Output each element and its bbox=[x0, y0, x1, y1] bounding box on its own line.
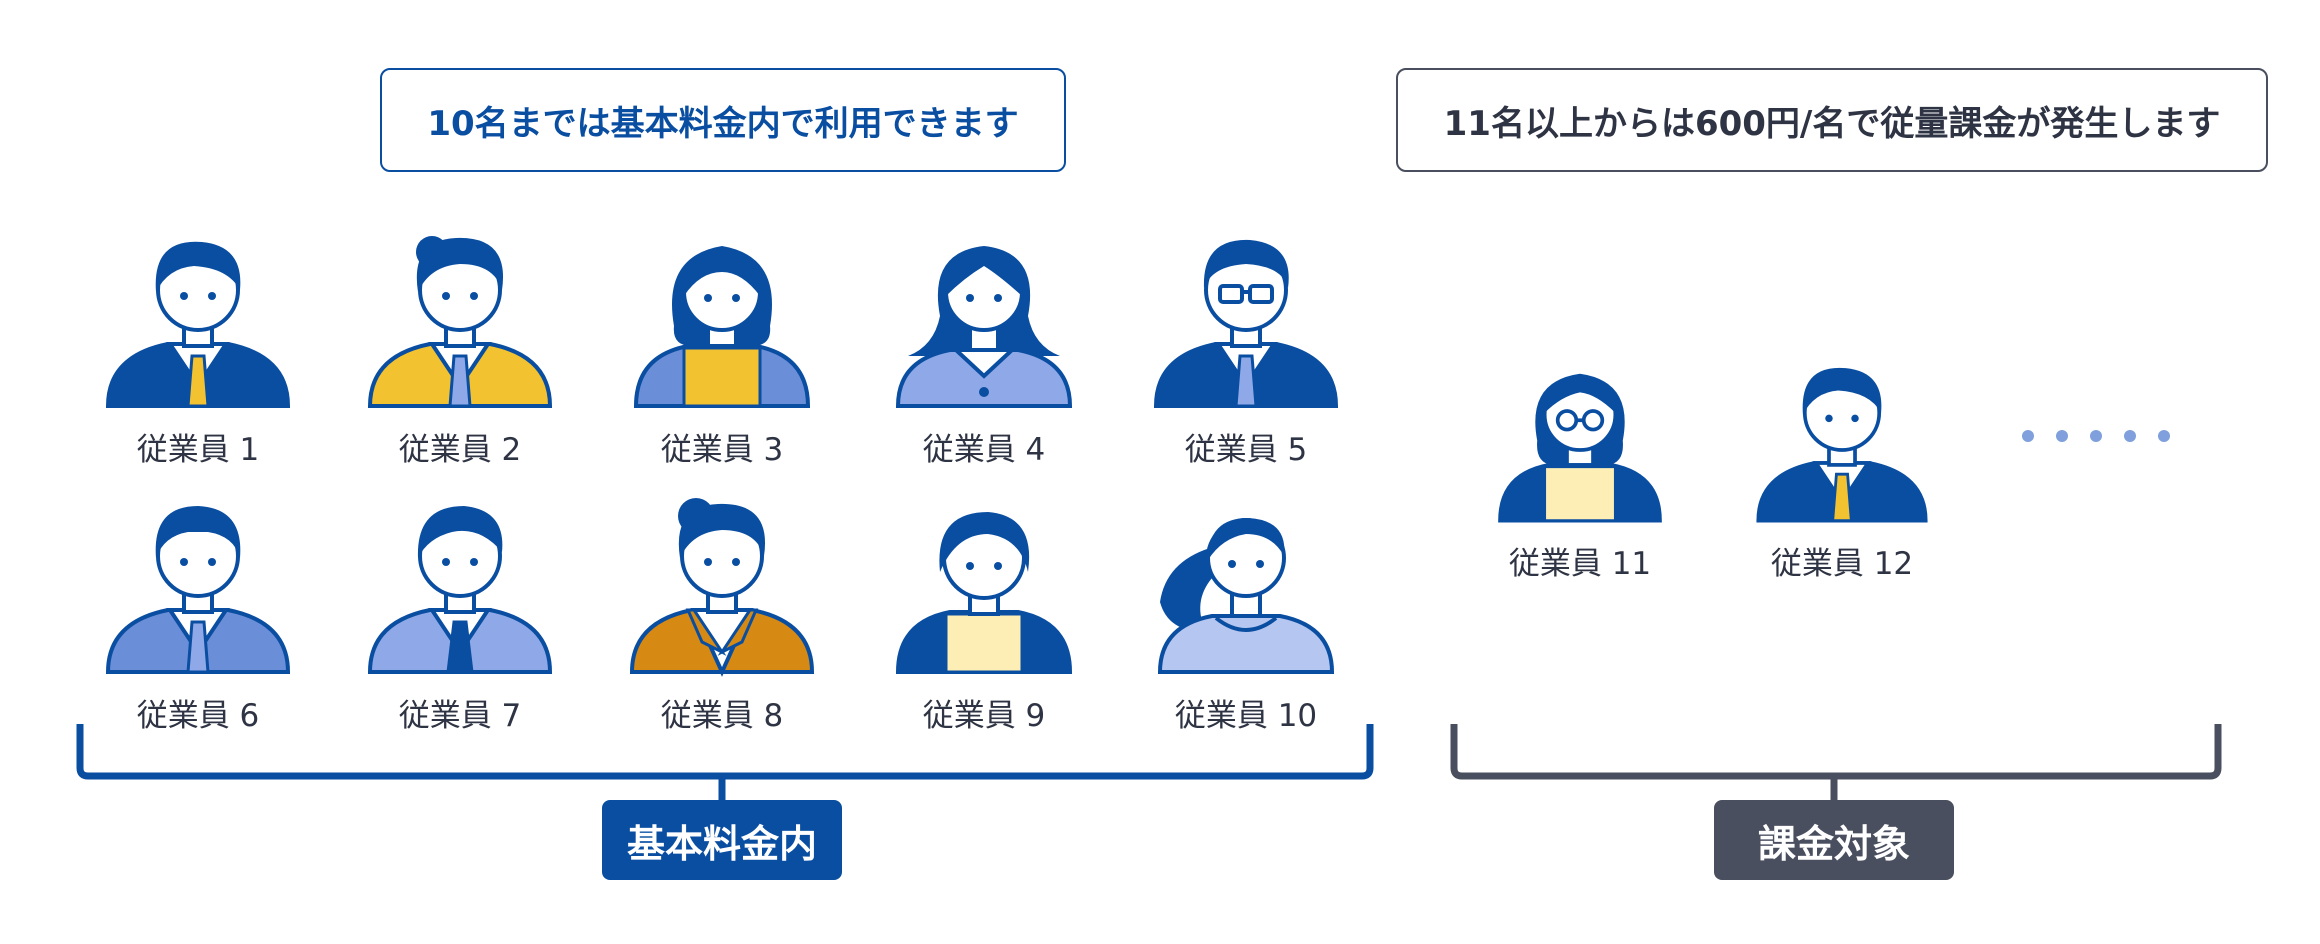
woman-glasses-avatar-icon bbox=[1498, 373, 1662, 523]
man-glasses-avatar-icon bbox=[1153, 239, 1339, 408]
employee-label: 従業員 10 bbox=[1174, 698, 1318, 734]
employee-5: 従業員 5 bbox=[1136, 216, 1356, 469]
man-avatar-icon bbox=[629, 498, 815, 677]
employee-label: 従業員 11 bbox=[1508, 546, 1652, 582]
employee-label: 従業員 9 bbox=[922, 698, 1046, 734]
woman-avatar-icon bbox=[895, 246, 1073, 408]
employee-10: 従業員 10 bbox=[1136, 482, 1356, 735]
employee-label: 従業員 7 bbox=[398, 698, 522, 734]
employee-label: 従業員 8 bbox=[660, 698, 784, 734]
employee-label: 従業員 6 bbox=[136, 698, 260, 734]
employee-label: 従業員 3 bbox=[660, 432, 784, 468]
employee-7: 従業員 7 bbox=[350, 482, 570, 735]
free-tier-bracket bbox=[76, 724, 1374, 780]
free-tier-tag: 基本料金内 bbox=[602, 800, 842, 880]
more-ellipsis-icon bbox=[2022, 430, 2170, 442]
employee-11: 従業員 11 bbox=[1470, 344, 1690, 583]
employee-12: 従業員 12 bbox=[1732, 344, 1952, 583]
employee-1: 従業員 1 bbox=[88, 216, 308, 469]
man-avatar-icon bbox=[367, 236, 553, 408]
employee-label: 従業員 4 bbox=[922, 432, 1046, 468]
woman-avatar-icon bbox=[895, 512, 1073, 674]
man-avatar-icon bbox=[105, 241, 291, 408]
man-avatar-icon bbox=[105, 506, 291, 674]
woman-avatar-icon bbox=[633, 246, 811, 408]
paid-tier-note: 11名以上からは600円/名で従量課金が発生します bbox=[1396, 68, 2268, 172]
employee-4: 従業員 4 bbox=[874, 216, 1094, 469]
free-tier-note: 10名までは基本料金内で利用できます bbox=[380, 68, 1066, 172]
paid-tier-tag: 課金対象 bbox=[1714, 800, 1954, 880]
employee-label: 従業員 1 bbox=[136, 432, 260, 468]
employee-2: 従業員 2 bbox=[350, 216, 570, 469]
employee-9: 従業員 9 bbox=[874, 482, 1094, 735]
man-avatar-icon bbox=[1756, 367, 1928, 523]
employee-label: 従業員 2 bbox=[398, 432, 522, 468]
employee-6: 従業員 6 bbox=[88, 482, 308, 735]
employee-8: 従業員 8 bbox=[612, 482, 832, 735]
employee-label: 従業員 5 bbox=[1184, 432, 1308, 468]
man-avatar-icon bbox=[367, 506, 553, 674]
employee-label: 従業員 12 bbox=[1770, 546, 1914, 582]
woman-ponytail-avatar-icon bbox=[1157, 518, 1335, 674]
employee-3: 従業員 3 bbox=[612, 216, 832, 469]
paid-tier-bracket bbox=[1450, 724, 2222, 780]
